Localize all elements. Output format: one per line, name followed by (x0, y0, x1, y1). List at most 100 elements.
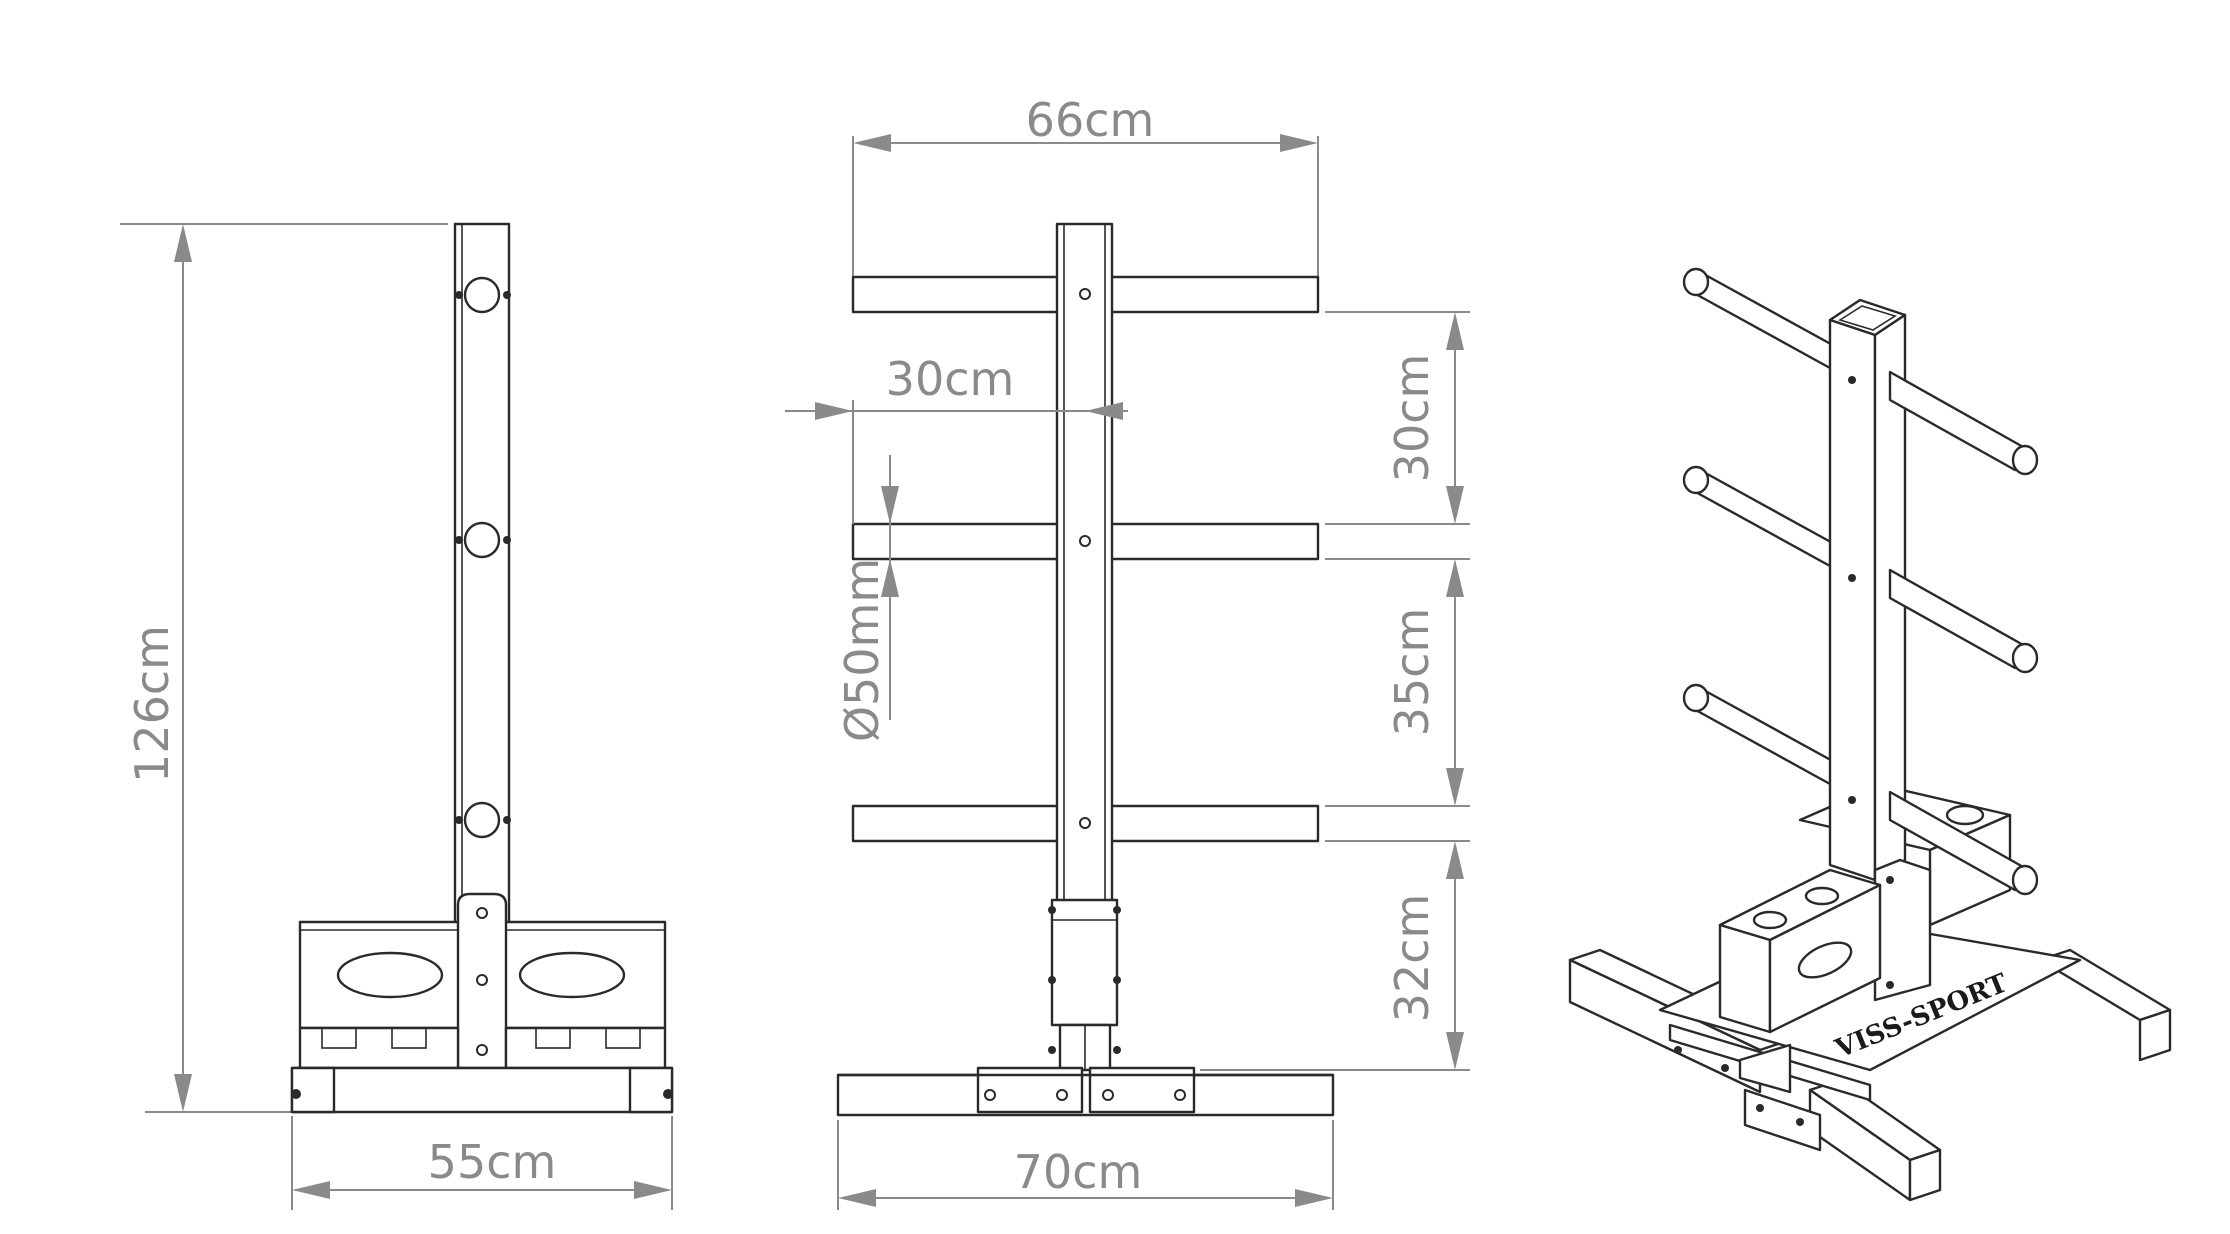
iso-rear-arm-1-end (1682, 267, 1710, 297)
arm-length-label: 30cm (886, 352, 1015, 406)
front-base-bar (836, 1073, 1335, 1117)
iso-front-arm-2 (1888, 568, 2027, 670)
front-top-arrow-right (1280, 134, 1318, 152)
front-sleeve-bolt (1113, 976, 1121, 984)
front-post-bolt (1079, 817, 1091, 829)
iso-front-arm-3 (1888, 790, 2027, 892)
diameter-label: Ø50mm (835, 558, 889, 742)
front-post-sleeve (1050, 898, 1119, 1027)
side-base-bolt (291, 1089, 301, 1099)
side-view: 126cm (120, 222, 674, 1210)
iso-front-box-slot (1797, 941, 1853, 979)
spacing-lower-label: 32cm (1385, 894, 1439, 1023)
iso-back-box-hole (1945, 804, 1985, 826)
iso-joint-block (1738, 1043, 1792, 1094)
iso-front-arm-2-end (2011, 642, 2039, 674)
iso-rail-front-end (1908, 1148, 1942, 1202)
iso-post-inner-top (1838, 305, 1897, 331)
front-bracket-bolt (1174, 1089, 1186, 1101)
iso-front-box-hole (1752, 910, 1788, 930)
iso-post-bracket (1873, 858, 1932, 1002)
side-bracket-bolt (476, 1044, 488, 1056)
spacing-upper-label: 30cm (1385, 354, 1439, 483)
side-bracket-bolt (476, 974, 488, 986)
side-bolt (503, 291, 511, 299)
side-bolt (503, 536, 511, 544)
diameter-arrow-bottom (881, 559, 899, 597)
iso-front-arm-3-end (2011, 864, 2039, 896)
side-width-arrow-left (292, 1181, 330, 1199)
front-post-bolt (1079, 535, 1091, 547)
side-bolt (455, 291, 463, 299)
spacing-middle-arrow-bottom (1446, 768, 1464, 806)
side-height-arrow-bottom (174, 1074, 192, 1112)
iso-post-bolt (1848, 796, 1856, 804)
side-bolt (455, 536, 463, 544)
spacing-upper-arrow-top (1446, 312, 1464, 350)
spacing-lower-arrow-bottom (1446, 1032, 1464, 1070)
front-top-width-label: 66cm (1026, 93, 1155, 147)
iso-post-bolt (1848, 574, 1856, 582)
side-width-label: 55cm (428, 1135, 557, 1189)
side-arm-end-3 (463, 801, 501, 839)
isometric-view: VISS-SPORT (1568, 267, 2172, 1202)
side-height-label: 126cm (125, 625, 179, 783)
iso-base-rails (1568, 918, 2172, 1202)
arm-length-arrow-right (1085, 402, 1123, 420)
diameter-arrow-top (881, 486, 899, 524)
front-base-arrow-right (1295, 1189, 1333, 1207)
side-foot-right (504, 1026, 667, 1070)
side-foot-tab (321, 1027, 357, 1049)
iso-front-arms (1888, 370, 2039, 896)
side-arm-end-2 (463, 521, 501, 559)
front-bracket-bolt (984, 1089, 996, 1101)
front-sleeve-bolt (1113, 906, 1121, 914)
spacing-lower-arrow-top (1446, 841, 1464, 879)
iso-bolt (1674, 1046, 1682, 1054)
side-holder-hole-right (518, 951, 626, 999)
front-base-width-label: 70cm (1014, 1145, 1143, 1199)
front-view: 66cm (785, 93, 1470, 1210)
side-base-bar (290, 1066, 674, 1114)
side-foot-tab (391, 1027, 427, 1049)
iso-front-box-hole (1804, 886, 1840, 906)
iso-rear-arm-3-end (1682, 683, 1710, 713)
side-holder-hole-left (336, 951, 444, 999)
front-sleeve-bolt (1048, 976, 1056, 984)
spacing-middle-label: 35cm (1385, 608, 1439, 737)
side-arm-end-1 (463, 276, 501, 314)
front-sleeve-bolt (1048, 1046, 1056, 1054)
iso-post-front (1828, 318, 1877, 882)
iso-rail-right-end (2138, 1008, 2172, 1062)
iso-front-arm-1 (1888, 370, 2027, 472)
iso-rear-arm-2-end (1682, 465, 1710, 495)
side-arm-ends (455, 276, 511, 839)
side-bolt (503, 816, 511, 824)
iso-rear-arm-2 (1690, 468, 1840, 568)
front-sleeve-bolt (1113, 1046, 1121, 1054)
side-foot-tab (535, 1027, 571, 1049)
iso-bracket-bolt (1886, 876, 1894, 884)
iso-front-arm-1-end (2011, 444, 2039, 476)
side-height-arrow-top (174, 224, 192, 262)
iso-rear-arm-3 (1690, 686, 1840, 786)
front-bracket-bolt (1056, 1089, 1068, 1101)
iso-rear-arms (1682, 267, 1840, 786)
spacing-upper-arrow-bottom (1446, 486, 1464, 524)
side-foot-left (298, 1026, 460, 1070)
side-foot-tab (605, 1027, 641, 1049)
front-top-arrow-left (853, 134, 891, 152)
front-post-bolt (1079, 288, 1091, 300)
front-base-arrow-left (838, 1189, 876, 1207)
iso-front-box-left (1718, 923, 1772, 1034)
iso-bolt (1796, 1118, 1804, 1126)
iso-post-bolt (1848, 376, 1856, 384)
front-sleeve-bolt (1048, 906, 1056, 914)
iso-bolt (1756, 1104, 1764, 1112)
arm-length-arrow-left (815, 402, 853, 420)
side-base-bolt (663, 1089, 673, 1099)
side-width-arrow-right (634, 1181, 672, 1199)
side-bracket-bolt (476, 907, 488, 919)
iso-rear-arm-1 (1690, 270, 1840, 370)
